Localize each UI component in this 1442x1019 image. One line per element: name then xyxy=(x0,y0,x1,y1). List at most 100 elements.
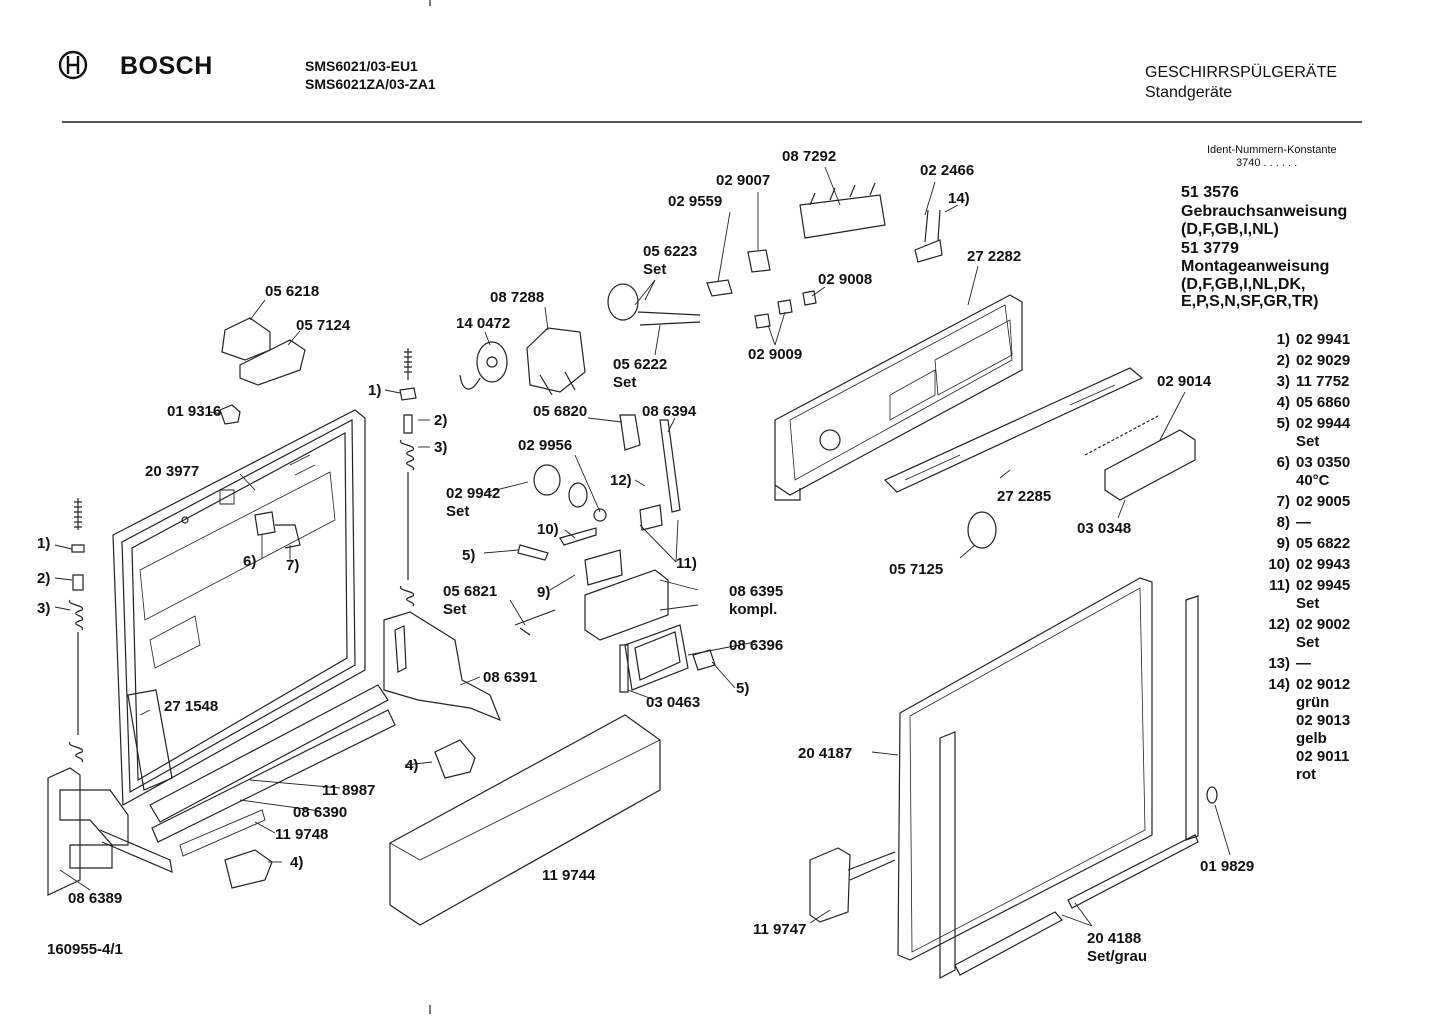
legend-value: Set xyxy=(1296,433,1320,450)
legend-values: 02 9029 xyxy=(1296,352,1350,370)
legend-number: 11) xyxy=(1269,577,1290,594)
callout-086395-kompl: kompl. xyxy=(729,601,778,618)
top-connectors xyxy=(707,183,942,328)
callout-4-upper: 4) xyxy=(405,757,419,774)
callout-086396: 08 6396 xyxy=(729,637,784,654)
callout-2-right: 2) xyxy=(434,412,448,429)
callout-029956: 02 9956 xyxy=(518,437,573,454)
callout-086394: 08 6394 xyxy=(642,403,697,420)
doc-code-2: 51 3779 xyxy=(1181,240,1239,257)
callout-204187: 20 4187 xyxy=(798,745,853,762)
callout-086395: 08 6395 xyxy=(729,583,784,600)
legend-number: 14) xyxy=(1268,676,1290,693)
legend-number: 10) xyxy=(1268,556,1290,573)
plinth-panel xyxy=(390,715,660,925)
legend-value: 02 9011 xyxy=(1296,748,1350,765)
legend-value: — xyxy=(1296,514,1311,531)
legend-number: 3) xyxy=(1276,373,1290,390)
callout-056223: 05 6223 xyxy=(643,243,698,260)
legend-number: 13) xyxy=(1268,655,1290,672)
callout-2-left: 2) xyxy=(37,570,51,587)
legend-item: 4)05 6860 xyxy=(1258,394,1378,412)
callout-4-lower: 4) xyxy=(290,854,304,871)
callout-6: 6) xyxy=(243,553,257,570)
callout-029559: 02 9559 xyxy=(668,193,723,210)
legend-value: Set xyxy=(1296,634,1320,651)
legend-value: 02 9941 xyxy=(1296,331,1351,348)
callout-272282: 27 2282 xyxy=(967,248,1022,265)
legend-values: 02 9005 xyxy=(1296,493,1350,511)
control-panel xyxy=(775,295,1022,500)
callout-056821: 05 6821 xyxy=(443,583,498,600)
legend-item: 2) 02 9029 xyxy=(1258,352,1378,370)
callout-119744: 11 9744 xyxy=(542,867,596,884)
callout-10: 10) xyxy=(537,521,559,538)
callout-140472: 14 0472 xyxy=(456,315,511,332)
callout-056222: 05 6222 xyxy=(613,356,668,373)
leader-lines xyxy=(55,167,1230,926)
callout-204188: 20 4188 xyxy=(1087,930,1142,947)
legend-value: 02 9013 xyxy=(1296,712,1351,729)
callout-019829: 01 9829 xyxy=(1200,858,1255,875)
bosch-logo xyxy=(58,50,88,85)
legend-value: 11 7752 xyxy=(1296,373,1350,390)
callout-5-right: 5) xyxy=(736,680,750,697)
side-strip-set xyxy=(940,596,1198,978)
callout-057125: 05 7125 xyxy=(889,561,944,578)
panel-strip xyxy=(885,368,1142,492)
doc-code-1: 51 3576 xyxy=(1181,184,1239,201)
foot-part xyxy=(225,740,475,888)
callout-029007: 02 9007 xyxy=(716,172,771,189)
callout-119748: 11 9748 xyxy=(275,826,329,843)
callout-056218: 05 6218 xyxy=(265,283,320,300)
callout-1-right: 1) xyxy=(368,382,382,399)
callout-087292: 08 7292 xyxy=(782,148,837,165)
legend-values: 02 9941 xyxy=(1296,331,1350,349)
legend-value: 02 9029 xyxy=(1296,352,1351,369)
legend-value: 02 9012 xyxy=(1296,676,1351,693)
legend-values: 05 6822 xyxy=(1296,535,1350,553)
callout-057124: 05 7124 xyxy=(296,317,351,334)
legend-number: 6) xyxy=(1276,454,1290,471)
callout-029009: 02 9009 xyxy=(748,346,803,363)
callout-086389: 08 6389 xyxy=(68,890,123,907)
callout-14: 14) xyxy=(948,190,970,207)
legend-values: — xyxy=(1296,514,1311,532)
knob xyxy=(968,512,996,548)
callout-3-right: 3) xyxy=(434,439,448,456)
legend-value: 03 0350 xyxy=(1296,454,1351,471)
callout-086391: 08 6391 xyxy=(483,669,538,686)
legend-value: gelb xyxy=(1296,730,1327,747)
callout-9: 9) xyxy=(537,584,551,601)
category-title: GESCHIRRSPÜLGERÄTE xyxy=(1145,64,1338,81)
legend-value: 02 9943 xyxy=(1296,556,1351,573)
legend-item: 7)02 9005 xyxy=(1258,493,1378,511)
right-hinge-assembly xyxy=(384,348,500,720)
model-number-1: SMS6021/03-EU1 xyxy=(305,58,418,74)
callout-029942-set: Set xyxy=(446,503,470,520)
legend-number: 12) xyxy=(1268,616,1290,633)
inner-door-panel xyxy=(113,410,365,805)
doc-title-1: Gebrauchsanweisung xyxy=(1181,203,1348,220)
legend-number: 2) xyxy=(1276,352,1290,369)
legend-value: — xyxy=(1296,655,1311,672)
detergent-dispenser xyxy=(560,528,715,692)
doc-title-2: Montageanweisung xyxy=(1181,258,1330,275)
legend-values: 05 6860 xyxy=(1296,394,1350,412)
callout-3-left: 3) xyxy=(37,600,51,617)
legend-value: Set xyxy=(1296,595,1320,612)
callout-030463: 03 0463 xyxy=(646,694,701,711)
legend-value: 02 9945 xyxy=(1296,577,1351,594)
legend-value: 02 9002 xyxy=(1296,616,1351,633)
callout-204188-setgrau: Set/grau xyxy=(1087,948,1148,965)
callout-056223-set: Set xyxy=(643,261,667,278)
callout-118987: 11 8987 xyxy=(322,782,376,799)
legend-value: grün xyxy=(1296,694,1330,711)
